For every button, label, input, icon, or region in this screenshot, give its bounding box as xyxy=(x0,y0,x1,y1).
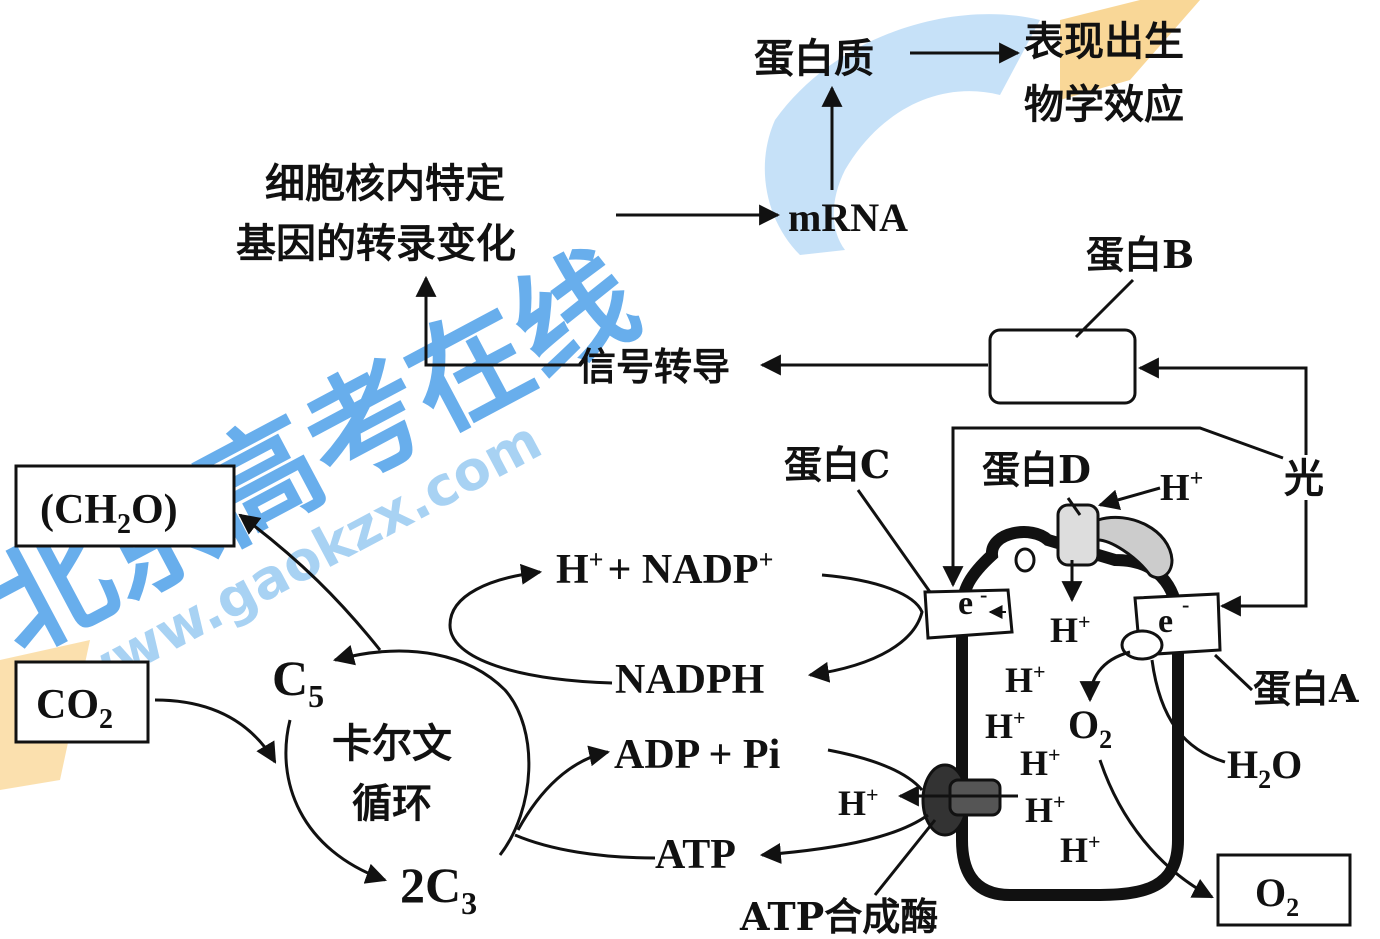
arrow-nadp-to-nadph xyxy=(810,575,922,675)
arrow-light-to-proteinB xyxy=(1140,368,1306,455)
electron-label-c: e xyxy=(958,585,973,622)
h-plus-stroma: H+ xyxy=(838,782,879,823)
atp-synthase-complex xyxy=(923,765,1000,835)
bio-effect-line2: 物学效应 xyxy=(1024,81,1184,128)
arrow-o2-release xyxy=(1100,760,1212,897)
arrow-co2-to-cycle xyxy=(155,700,275,762)
arrow-cycle-to-adp xyxy=(518,752,608,830)
protein-label: 蛋白质 xyxy=(754,35,874,82)
ch2o-label: (CH2O) xyxy=(40,487,178,540)
light-label: 光 xyxy=(1284,455,1324,502)
h-plus-lumen-5: H+ xyxy=(1025,789,1066,830)
c3-label: 2C3 xyxy=(400,857,477,921)
protein-c-label: 蛋白C xyxy=(784,442,890,487)
watermark-site-cn: 北京高考在线 xyxy=(0,225,658,679)
atp-into-cycle-line xyxy=(515,835,655,858)
h-plus-lumen-1: H+ xyxy=(1050,609,1091,650)
transcription-line1: 细胞核内特定 xyxy=(265,160,505,207)
atp-synthase-leader xyxy=(875,820,935,895)
h-plus-lumen-4: H+ xyxy=(1020,742,1061,783)
protein-a-leader xyxy=(1215,655,1252,690)
svg-text:-: - xyxy=(980,582,987,607)
arrow-light-to-proteinA xyxy=(1222,500,1306,606)
h-plus-lumen-2: H+ xyxy=(1005,659,1046,700)
atp-label: ATP xyxy=(655,832,736,878)
o2-lumen-label: O2 xyxy=(1068,702,1112,754)
plastoquinone-circle xyxy=(1016,549,1034,571)
nadph-label: NADPH xyxy=(615,657,764,703)
protein-d-label: 蛋白D xyxy=(982,447,1091,492)
arrow-water-split-to-o2 xyxy=(1090,652,1130,700)
protein-b-box xyxy=(990,330,1135,403)
protein-b-label: 蛋白B xyxy=(1086,232,1194,277)
arrow-h-into-protein-d xyxy=(1100,488,1160,505)
electron-label-a: e xyxy=(1158,603,1173,640)
svg-text:-: - xyxy=(1182,592,1189,617)
protein-d-complex xyxy=(1058,505,1172,578)
protein-a-complex: e - xyxy=(1122,592,1220,659)
protein-a-label: 蛋白A xyxy=(1253,666,1359,711)
h2o-label: H2O xyxy=(1227,742,1302,794)
protein-c-complex: e - xyxy=(925,582,1012,638)
atp-synthase-label: ATP合成酶 xyxy=(739,894,938,939)
protein-c-leader xyxy=(858,490,930,592)
c5-label: C5 xyxy=(272,650,324,714)
nadp-label: H++ NADP+ xyxy=(556,545,773,593)
protein-b-leader xyxy=(1076,280,1133,337)
h2o-leader xyxy=(1152,660,1225,762)
adp-pi-label: ADP + Pi xyxy=(614,732,781,778)
h-plus-lumen-6: H+ xyxy=(1060,829,1101,870)
mrna-label: mRNA xyxy=(788,195,908,240)
transcription-line2: 基因的转录变化 xyxy=(236,220,516,267)
signal-transduction-label: 信号转导 xyxy=(578,344,730,389)
bio-effect-line1: 表现出生 xyxy=(1024,18,1184,65)
calvin-label-1: 卡尔文 xyxy=(332,720,452,767)
h-plus-lumen-3: H+ xyxy=(985,705,1026,746)
h-plus-outer: H+ xyxy=(1160,466,1203,509)
calvin-label-2: 循环 xyxy=(352,780,432,827)
